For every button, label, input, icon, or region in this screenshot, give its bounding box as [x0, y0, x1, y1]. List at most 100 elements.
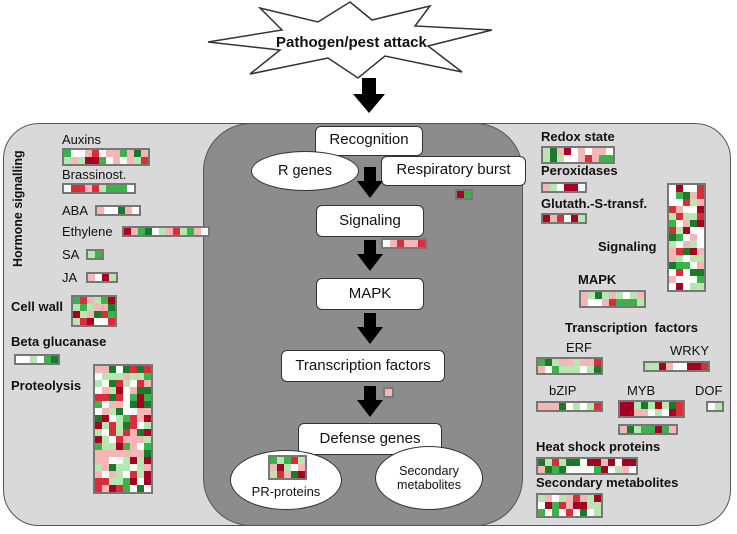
heatmap-cell — [573, 359, 580, 366]
heatmap-cell — [95, 387, 102, 394]
heatmap-cell — [102, 373, 109, 380]
heatmap-cell — [594, 509, 601, 516]
heatmap-cell — [109, 366, 116, 373]
heatmap-cell — [690, 199, 697, 206]
heatmap-cell — [676, 409, 683, 416]
heatmap-cell — [145, 228, 152, 235]
heatmap-cell — [587, 366, 594, 373]
heatmap-myb — [618, 400, 685, 418]
recognition-box: Recognition — [315, 126, 423, 156]
heatmap-cell — [80, 318, 87, 325]
heatmap-cell — [124, 228, 131, 235]
heatmap-cell — [277, 464, 284, 471]
heatmap-cell — [559, 502, 566, 509]
heatmap-cell — [385, 389, 392, 396]
heatmap-cell — [137, 485, 144, 492]
heatmap-cell — [571, 215, 578, 222]
heatmap-cell — [109, 422, 116, 429]
bzip-label: bZIP — [549, 383, 577, 398]
heatmap-cell — [616, 292, 623, 299]
heatmap-cell — [130, 380, 137, 387]
heatmap-cell — [187, 228, 194, 235]
heatmap-cell — [106, 150, 113, 157]
heatmap-cell — [623, 299, 630, 306]
heatmap-cell — [80, 311, 87, 318]
heatmap-cell — [676, 248, 683, 255]
heatmap-cell — [131, 228, 138, 235]
heatmap-cell — [141, 150, 148, 157]
heatmap-cell — [627, 409, 634, 416]
heatmap-cell — [552, 502, 559, 509]
heatmap-cell — [123, 366, 130, 373]
heatmap-cell — [676, 199, 683, 206]
heatmap-cell — [566, 509, 573, 516]
heatmap-cell — [538, 495, 545, 502]
heatmap-cell — [130, 443, 137, 450]
heatmap-cell — [573, 495, 580, 502]
heatmap-cell — [144, 380, 151, 387]
heatmap-cell — [95, 380, 102, 387]
heatmap-cell — [102, 366, 109, 373]
heatmap-cell — [116, 429, 123, 436]
heatmap-cell — [116, 380, 123, 387]
heatmap-cell — [94, 311, 101, 318]
heatmap-cell — [383, 240, 390, 247]
heatmap-cell — [552, 459, 559, 466]
heatmap-cell — [173, 228, 180, 235]
heatmap-cell — [683, 206, 690, 213]
heatmap-cell — [669, 234, 676, 241]
heatmap-cell — [697, 185, 704, 192]
arrow-icon — [357, 240, 383, 271]
heatmap-cell — [123, 380, 130, 387]
heatmap-cell — [116, 373, 123, 380]
heatmap-cell — [715, 403, 722, 410]
heatmap-myb-2 — [618, 424, 678, 435]
heatmap-cell — [559, 359, 566, 366]
heatmap-cell — [676, 227, 683, 234]
heatmap-cell — [543, 215, 550, 222]
heatmap-cell — [588, 299, 595, 306]
heatmap-cell — [130, 394, 137, 401]
heatmap-cell — [580, 495, 587, 502]
heatmap-cell — [580, 502, 587, 509]
heatmap-cell — [73, 304, 80, 311]
heatmap-cell — [116, 464, 123, 471]
heatmap-cell — [277, 457, 284, 464]
heatmap-cell — [697, 283, 704, 290]
r-genes-ellipse: R genes — [251, 151, 359, 191]
heatmap-cell — [697, 255, 704, 262]
heatmap-cell — [130, 464, 137, 471]
arrow-icon — [357, 167, 383, 198]
heatmap-cell — [130, 471, 137, 478]
heatmap-cell — [109, 485, 116, 492]
heatmap-cell — [109, 380, 116, 387]
header-title: Pathogen/pest attack — [276, 34, 427, 51]
heatmap-cell — [571, 148, 578, 155]
heatmap-cell — [16, 356, 23, 363]
heatmap-cell — [92, 150, 99, 157]
heatmap-cell — [118, 207, 125, 214]
heatmap-cell — [109, 274, 116, 281]
arrow-icon — [357, 313, 383, 344]
heatmap-cell — [573, 466, 580, 473]
heatmap-cell — [125, 207, 132, 214]
transcription-factors-label: Transcription factors — [565, 320, 698, 335]
heatmap-cell — [95, 415, 102, 422]
heatmap-cell — [109, 436, 116, 443]
heatmap-cell — [690, 283, 697, 290]
heatmap-cell — [99, 150, 106, 157]
heatmap-cell — [73, 318, 80, 325]
heatmap-cell — [123, 471, 130, 478]
heatmap-cell — [573, 502, 580, 509]
heatmap-cell — [676, 185, 683, 192]
heatmap-cell — [137, 457, 144, 464]
heatmap-cell — [144, 478, 151, 485]
heatmap-cell — [137, 443, 144, 450]
heatmap-cell — [566, 502, 573, 509]
heatmap-cell — [95, 471, 102, 478]
heatmap-cell — [552, 509, 559, 516]
heatmap-cell — [144, 366, 151, 373]
heatmap-cell — [144, 394, 151, 401]
heatmap-cell — [573, 459, 580, 466]
heatmap-proteolysis — [93, 364, 153, 494]
